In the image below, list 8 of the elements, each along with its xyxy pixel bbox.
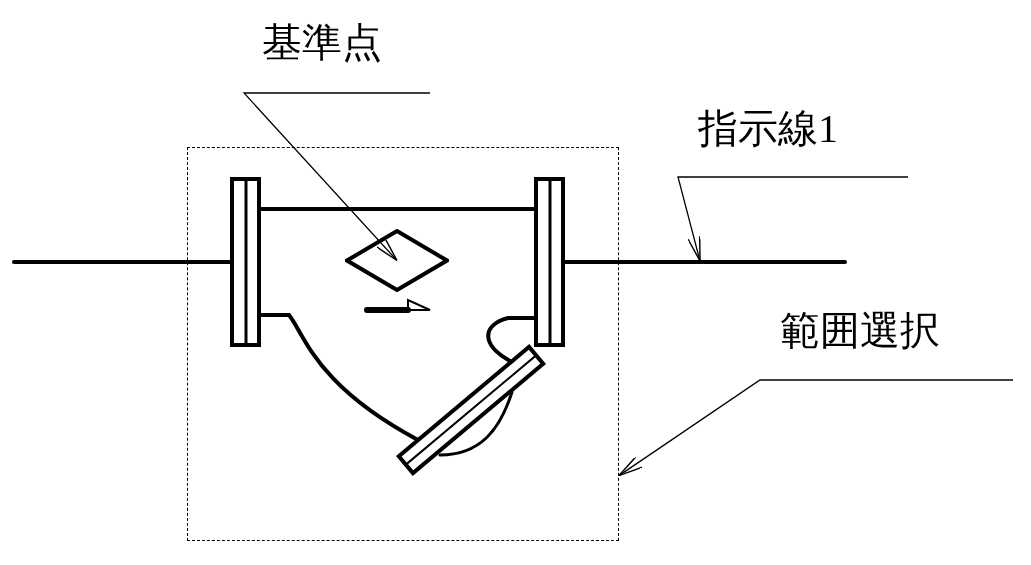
selection-box — [187, 147, 619, 541]
leader-line — [242, 92, 431, 262]
leader-label: 基準点 — [244, 20, 430, 93]
leader-line — [618, 379, 1014, 477]
diamond-symbol — [345, 229, 449, 292]
leader-label: 指示線1 — [678, 106, 908, 177]
leader-line — [677, 176, 909, 262]
leader-label: 範囲選択 — [760, 308, 1013, 380]
